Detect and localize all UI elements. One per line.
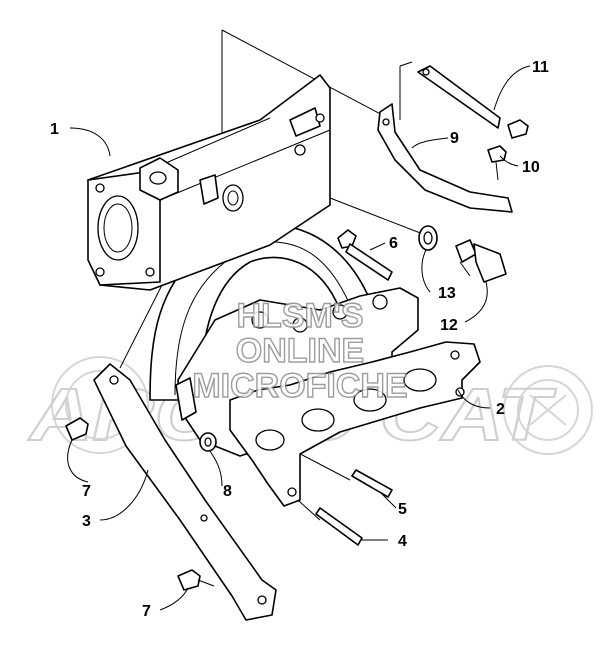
callout-9: 9 xyxy=(450,130,459,147)
callout-4: 4 xyxy=(398,533,407,550)
part-3-bracket-arm xyxy=(93,363,277,621)
part-11-strap xyxy=(417,65,501,129)
leader-lines xyxy=(67,65,531,611)
watermark-line-1: HLSM'S xyxy=(236,297,363,335)
callout-12: 12 xyxy=(440,317,458,334)
part-9-bracket xyxy=(377,61,513,213)
callout-7-lower: 7 xyxy=(142,603,151,620)
part-7-bolt-upper xyxy=(65,417,89,441)
callout-10: 10 xyxy=(522,159,540,176)
watermark-text: HLSM'S ONLINE MICROFICHE xyxy=(192,296,409,405)
watermark-line-2: ONLINE xyxy=(236,332,364,370)
part-12-sensor xyxy=(455,239,507,283)
callout-1: 1 xyxy=(50,121,59,138)
part-4-stud xyxy=(315,507,363,546)
part-5-stud xyxy=(351,469,393,498)
part-8-washer xyxy=(199,432,217,452)
callout-8: 8 xyxy=(223,483,232,500)
watermark-line-3: MICROFICHE xyxy=(192,367,407,405)
callout-2: 2 xyxy=(496,401,505,418)
callout-6: 6 xyxy=(389,235,398,252)
part-6-bolt xyxy=(337,229,393,281)
callout-3: 3 xyxy=(82,513,91,530)
part-2-gasket xyxy=(229,341,481,507)
callout-7-upper: 7 xyxy=(82,483,91,500)
callout-13: 13 xyxy=(438,285,456,302)
part-7-bolt-lower xyxy=(177,569,215,591)
part-1-muffler xyxy=(87,74,371,401)
callout-5: 5 xyxy=(398,501,407,518)
callout-labels: 1 2 3 4 5 6 7 7 8 9 10 11 12 13 xyxy=(50,59,549,620)
callout-11: 11 xyxy=(532,59,549,76)
part-13-washer xyxy=(418,225,438,251)
